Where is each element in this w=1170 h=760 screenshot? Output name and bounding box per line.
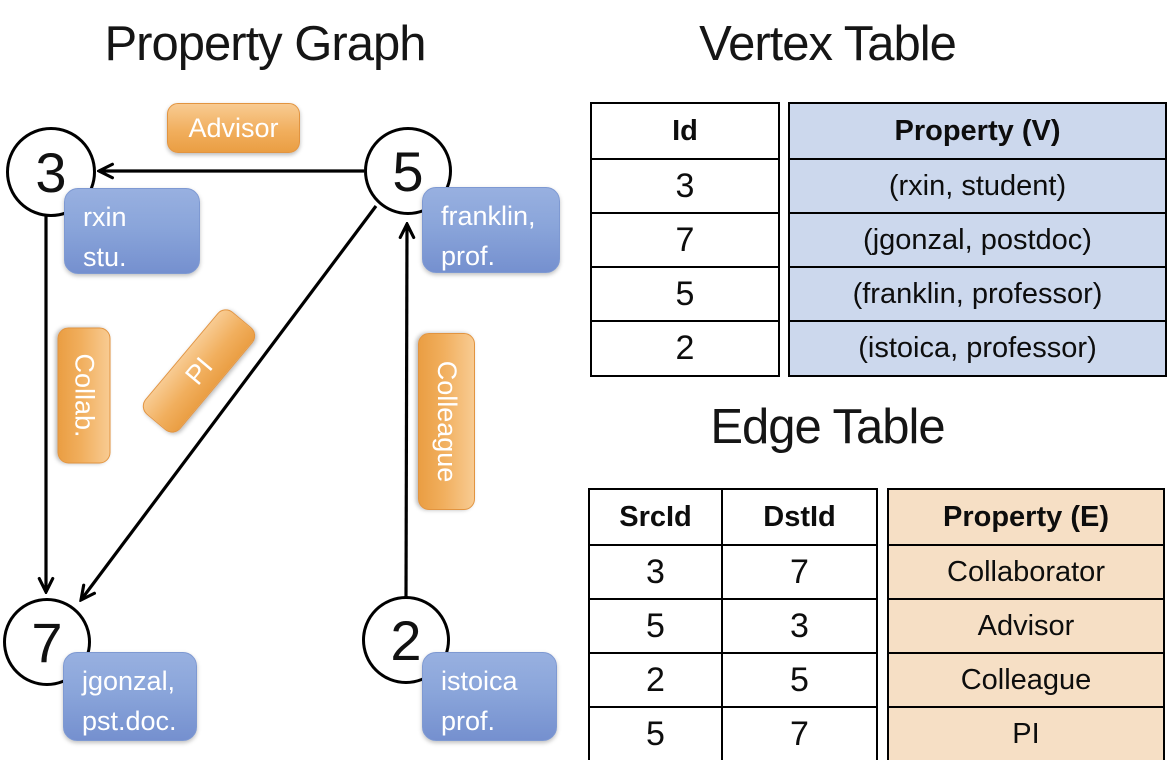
vertex-id-cell: 5: [675, 274, 695, 313]
vertex-label-franklin-line2: prof.: [441, 241, 496, 271]
edge-dst-cell: 5: [790, 660, 809, 699]
edge-property-cell: PI: [1012, 717, 1040, 750]
table-row: 3: [592, 158, 778, 212]
table-row: Colleague: [889, 652, 1163, 706]
table-row: 2 5: [590, 652, 876, 706]
graph-edges-canvas: [0, 0, 560, 760]
vertex-table-id-column: Id 3 7 5 2: [590, 102, 780, 377]
node-5-id: 5: [392, 139, 424, 203]
table-row: 7: [592, 212, 778, 266]
vertex-label-istoica: istoica prof.: [422, 652, 557, 741]
vertex-label-istoica-line2: prof.: [441, 706, 496, 736]
edge-property-cell: Collaborator: [947, 555, 1105, 588]
edge-dst-cell: 3: [790, 606, 809, 645]
edge-src-cell: 5: [590, 708, 723, 760]
vertex-property-cell: (franklin, professor): [852, 277, 1103, 310]
table-row: Collaborator: [889, 544, 1163, 598]
edge-table-title: Edge Table: [710, 400, 945, 454]
edge-label-collab-text: Collab.: [69, 353, 100, 438]
vertex-table-title: Vertex Table: [699, 17, 957, 71]
vertex-label-jgonzal-line1: jgonzal,: [82, 666, 176, 696]
vertex-id-cell: 7: [675, 220, 695, 259]
table-row: (franklin, professor): [790, 266, 1165, 320]
vertex-label-franklin-line1: franklin,: [441, 201, 536, 231]
table-row: 2: [592, 320, 778, 374]
edge-src-cell: 2: [590, 654, 723, 706]
table-row: 5: [592, 266, 778, 320]
table-row: 3 7: [590, 544, 876, 598]
vertex-label-rxin-line1: rxin: [83, 202, 127, 232]
vertex-table-header-property: Property (V): [894, 114, 1061, 147]
edge-label-colleague: Colleague: [418, 333, 475, 510]
table-row: 5 3: [590, 598, 876, 652]
node-7-id: 7: [31, 610, 63, 674]
table-row: PI: [889, 706, 1163, 760]
table-row: (rxin, student): [790, 158, 1165, 212]
property-graph-title: Property Graph: [104, 17, 427, 71]
node-3-id: 3: [35, 140, 67, 204]
edge-label-pi-text: PI: [178, 351, 219, 391]
edge-label-collab: Collab.: [57, 327, 111, 464]
edge-table-property-column: Property (E) Collaborator Advisor Collea…: [887, 488, 1165, 760]
edge-src-cell: 3: [590, 546, 723, 598]
edge-arrow-5-to-7-pi: [81, 205, 378, 600]
edge-arrow-2-to-5-colleague: [406, 224, 407, 598]
edge-dst-cell: 7: [790, 714, 809, 753]
vertex-label-istoica-line1: istoica: [441, 666, 518, 696]
edge-property-cell: Advisor: [977, 609, 1075, 642]
edge-table-header-dstid: DstId: [763, 500, 836, 533]
table-row: (istoica, professor): [790, 320, 1165, 374]
edge-label-advisor: Advisor: [167, 103, 300, 153]
vertex-label-jgonzal: jgonzal, pst.doc.: [63, 652, 197, 741]
vertex-table-property-column: Property (V) (rxin, student) (jgonzal, p…: [788, 102, 1167, 377]
edge-table-header-srcid: SrcId: [590, 490, 723, 544]
edge-label-advisor-text: Advisor: [188, 112, 279, 143]
graph-node-2: 2: [362, 596, 450, 684]
edge-table-id-columns: SrcId DstId 3 7 5 3 2 5 5 7: [588, 488, 878, 760]
vertex-table-header-id: Id: [672, 114, 698, 147]
vertex-id-cell: 3: [675, 166, 695, 205]
node-2-id: 2: [390, 608, 422, 672]
table-row: Advisor: [889, 598, 1163, 652]
vertex-property-cell: (istoica, professor): [858, 331, 1097, 364]
vertex-property-cell: (rxin, student): [888, 169, 1067, 202]
edge-label-colleague-text: Colleague: [432, 360, 462, 483]
vertex-id-cell: 2: [675, 328, 695, 367]
edge-src-cell: 5: [590, 600, 723, 652]
vertex-label-rxin: rxin stu.: [64, 188, 200, 274]
vertex-label-jgonzal-line2: pst.doc.: [82, 706, 177, 736]
edge-dst-cell: 7: [790, 552, 809, 591]
table-row: 5 7: [590, 706, 876, 760]
vertex-label-franklin: franklin, prof.: [422, 187, 560, 273]
edge-property-cell: Colleague: [960, 663, 1092, 696]
edge-table-header-property: Property (E): [943, 500, 1109, 533]
graph-node-5: 5: [364, 127, 452, 215]
table-row: (jgonzal, postdoc): [790, 212, 1165, 266]
vertex-label-rxin-line2: stu.: [83, 242, 127, 272]
vertex-property-cell: (jgonzal, postdoc): [863, 223, 1092, 256]
